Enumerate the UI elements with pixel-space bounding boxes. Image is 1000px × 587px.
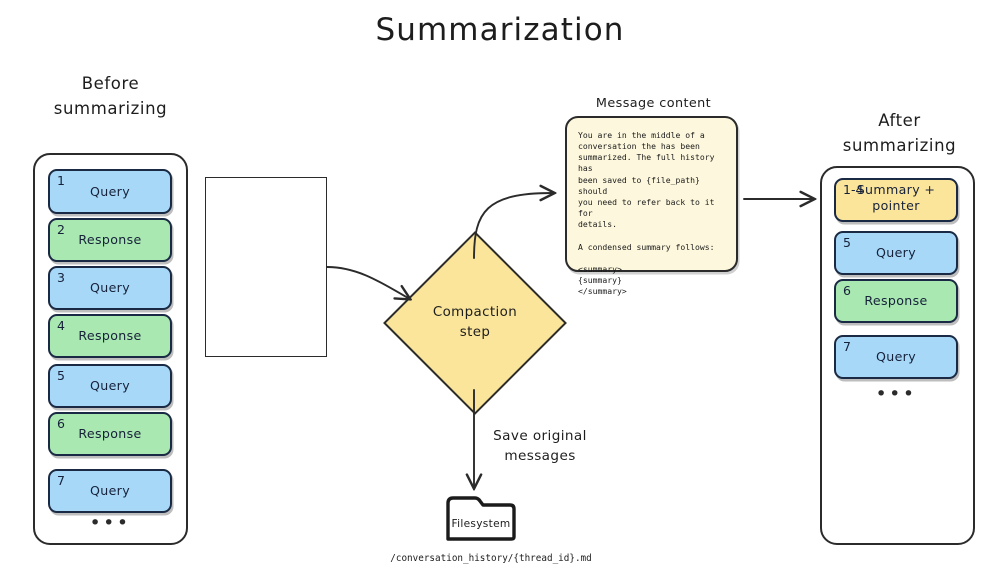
filesystem-path: /conversation_history/{thread_id}.md — [390, 553, 592, 564]
before-card-7-label: Query — [89, 483, 131, 499]
compaction-step-label: Compaction step — [410, 258, 540, 388]
before-card-6[interactable]: 6 Response — [48, 412, 172, 456]
filesystem-node[interactable]: Filesystem — [444, 494, 518, 542]
before-card-6-number: 6 — [57, 416, 65, 431]
message-content-label: Message content — [595, 96, 712, 111]
before-card-2-number: 2 — [57, 222, 65, 237]
after-card-summary-number: 1-4 — [843, 182, 864, 197]
after-column-heading: After summarizing — [812, 108, 987, 158]
after-card-summary[interactable]: 1-4 Summary + pointer — [834, 178, 958, 222]
before-card-5[interactable]: 5 Query — [48, 364, 172, 408]
before-card-5-number: 5 — [57, 368, 65, 383]
compaction-selection-bracket — [205, 177, 327, 357]
before-card-6-label: Response — [78, 426, 142, 442]
compaction-step-line2: step — [459, 325, 491, 340]
filesystem-label: Filesystem — [451, 518, 511, 530]
folder-icon — [446, 496, 516, 541]
after-card-7-number: 7 — [843, 339, 851, 354]
message-content-box: You are in the middle of a conversation … — [565, 116, 738, 296]
before-lane-ellipsis: ••• — [89, 512, 131, 534]
before-card-4-number: 4 — [57, 318, 65, 333]
save-messages-label: Save original messages — [470, 426, 610, 466]
compaction-step-line1: Compaction — [432, 305, 518, 320]
before-card-3-number: 3 — [57, 270, 65, 285]
message-content-text: You are in the middle of a conversation … — [578, 130, 715, 297]
before-card-2[interactable]: 2 Response — [48, 218, 172, 262]
before-card-1-label: Query — [89, 183, 131, 199]
after-card-6-number: 6 — [843, 283, 851, 298]
after-card-5-label: Query — [875, 245, 917, 261]
after-heading-line1: After — [878, 111, 921, 130]
after-card-6[interactable]: 6 Response — [834, 279, 958, 323]
compaction-step-node[interactable]: Compaction step — [383, 231, 567, 415]
before-card-4-label: Response — [78, 328, 142, 344]
before-card-7-number: 7 — [57, 473, 65, 488]
after-heading-line2: summarizing — [842, 136, 957, 155]
before-card-1-number: 1 — [57, 173, 65, 188]
before-card-4[interactable]: 4 Response — [48, 314, 172, 358]
after-card-summary-label: Summary + pointer — [856, 182, 936, 213]
before-column-heading: Before summarizing — [18, 71, 203, 121]
before-card-7[interactable]: 7 Query — [48, 469, 172, 513]
before-card-5-label: Query — [89, 378, 131, 394]
before-card-3-label: Query — [89, 280, 131, 296]
before-card-3[interactable]: 3 Query — [48, 266, 172, 310]
before-heading-line2: summarizing — [53, 99, 168, 118]
after-card-7-label: Query — [875, 349, 917, 365]
before-card-1[interactable]: 1 Query — [48, 169, 172, 214]
page-title: Summarization — [375, 12, 625, 48]
before-heading-line1: Before — [81, 74, 140, 93]
save-messages-line1: Save original — [493, 428, 587, 444]
after-card-5-number: 5 — [843, 235, 851, 250]
after-card-5[interactable]: 5 Query — [834, 231, 958, 275]
after-card-6-label: Response — [864, 293, 928, 309]
after-lane-ellipsis: ••• — [875, 383, 917, 405]
after-card-7[interactable]: 7 Query — [834, 335, 958, 379]
edge-bracket-to-compaction — [326, 266, 408, 298]
before-card-2-label: Response — [78, 232, 142, 248]
save-messages-line2: messages — [504, 448, 576, 464]
